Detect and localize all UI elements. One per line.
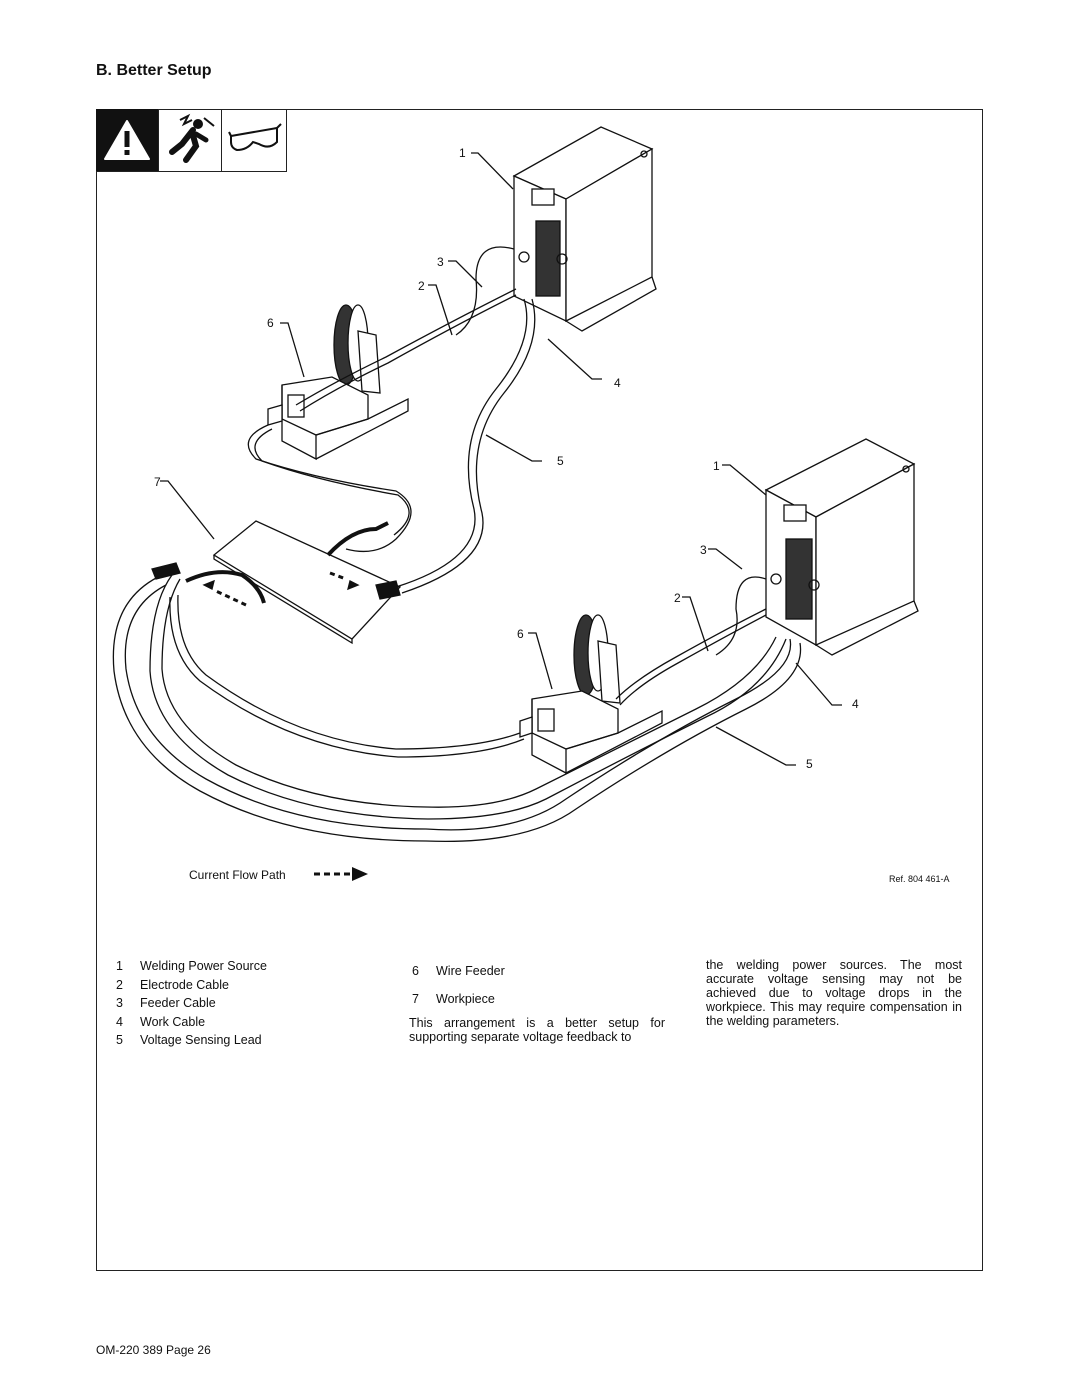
callout-upper-work-cable: 4 [614,376,621,390]
callout-upper-electrode-cable: 2 [418,279,425,293]
safety-icons [96,109,287,172]
callout-upper-sensing-lead: 5 [557,454,564,468]
lower-wire-feeder-illustration [519,614,663,775]
callout-upper-feeder-cable: 3 [437,255,444,269]
safety-glasses-icon [222,109,285,171]
description-paragraph-part-1: This arrangement is a better setup for s… [409,1016,665,1044]
callout-lower-feeder-cable: 3 [700,543,707,557]
page-footer: OM-220 389 Page 26 [96,1343,211,1357]
section-title: B. Better Setup [96,62,212,79]
callout-lower-sensing-lead: 5 [806,757,813,771]
figure-reference: Ref. 804 461-A [889,874,950,884]
workpiece-illustration [212,520,402,645]
callout-lower-wire-feeder: 6 [517,627,524,641]
electric-shock-icon [159,109,222,171]
current-flow-label: Current Flow Path [189,868,286,882]
callout-workpiece: 7 [154,475,161,489]
upper-power-source-illustration [512,126,657,332]
current-flow-arrow-icon [314,867,368,881]
callout-lower-electrode-cable: 2 [674,591,681,605]
figure-frame [96,109,983,1271]
callout-upper-wire-feeder: 6 [267,316,274,330]
description-paragraph-part-2: the welding power sources. The most accu… [706,958,962,1028]
callout-lower-work-cable: 4 [852,697,859,711]
callout-upper-power-source: 1 [459,146,466,160]
welding-setup-diagram [112,126,919,843]
callout-lower-power-source: 1 [713,459,720,473]
lower-power-source-illustration [764,438,919,656]
warning-icon [96,109,159,171]
upper-wire-feeder-illustration [267,304,409,461]
